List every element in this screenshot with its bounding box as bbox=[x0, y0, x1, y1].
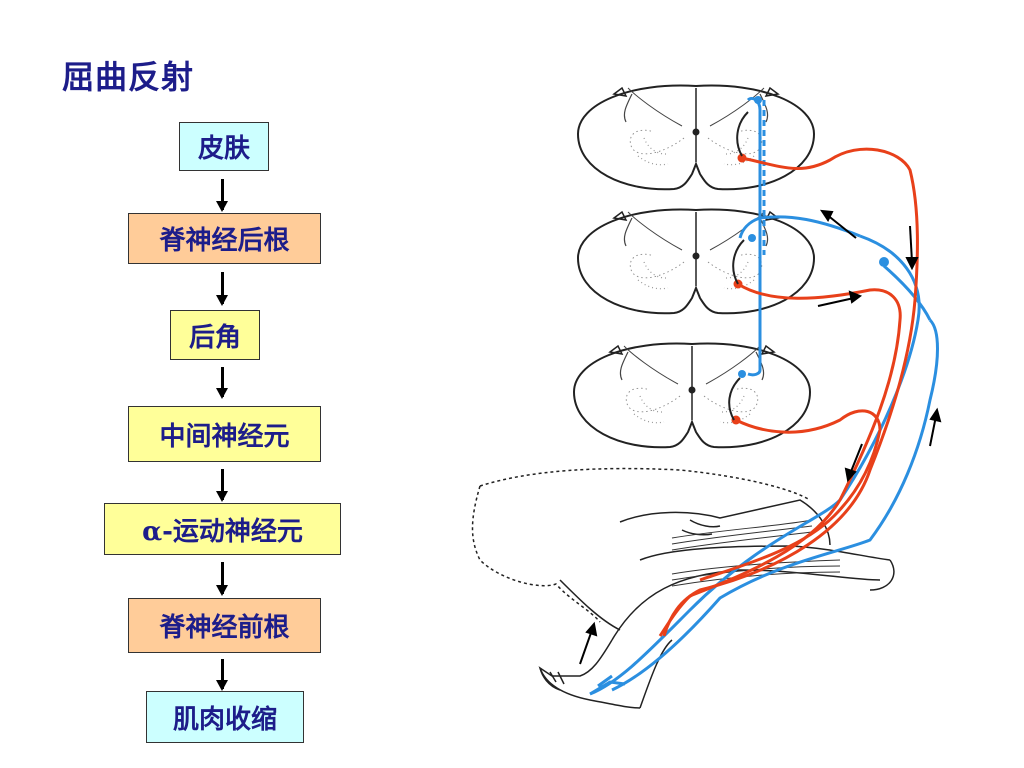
sensory-neuron-pathway bbox=[589, 96, 939, 696]
flow-step-label: 脊神经后根 bbox=[159, 226, 290, 256]
flow-step-alpha-motor-neuron: α-运动神经元 bbox=[104, 503, 341, 555]
leg-outline bbox=[471, 467, 895, 709]
flow-step-label: 后角 bbox=[188, 322, 241, 353]
flow-step-muscle-contraction: 肌肉收缩 bbox=[146, 691, 304, 743]
flow-arrow bbox=[216, 272, 228, 306]
neuron-terminals bbox=[731, 96, 889, 425]
spinal-cord-section bbox=[577, 84, 815, 191]
flow-step-label: 皮肤 bbox=[197, 134, 250, 164]
page-title: 屈曲反射 bbox=[62, 58, 195, 96]
motor-neuron-pathway bbox=[658, 147, 919, 637]
flow-step-dorsal-root: 脊神经后根 bbox=[128, 213, 321, 264]
flow-arrow bbox=[216, 469, 228, 502]
flow-step-dorsal-horn: 后角 bbox=[170, 310, 260, 360]
flow-arrow bbox=[216, 659, 228, 691]
flow-step-label: 肌肉收缩 bbox=[172, 704, 277, 735]
flow-step-interneuron: 中间神经元 bbox=[128, 406, 321, 462]
flow-step-label: 中间神经元 bbox=[159, 421, 290, 452]
direction-arrows bbox=[579, 209, 942, 665]
flow-step-ventral-root: 脊神经前根 bbox=[128, 598, 321, 653]
flow-arrow bbox=[216, 562, 228, 596]
junction-marks bbox=[728, 111, 749, 421]
flow-step-label: 脊神经前根 bbox=[159, 613, 290, 643]
flow-step-skin: 皮肤 bbox=[179, 122, 269, 171]
flow-step-label: α-运动神经元 bbox=[142, 516, 303, 547]
flow-arrow bbox=[216, 367, 228, 399]
flow-arrow bbox=[216, 179, 228, 212]
